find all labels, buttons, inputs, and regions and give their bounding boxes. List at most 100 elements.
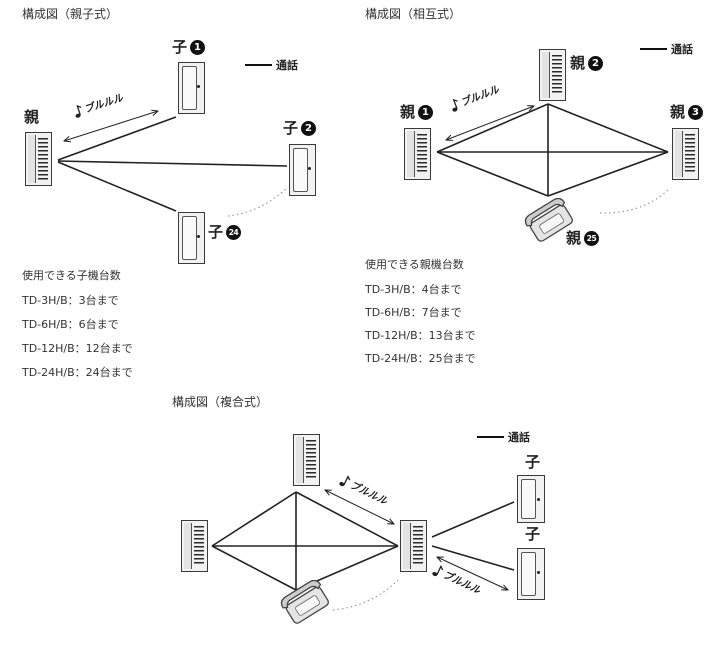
capacity-item: TD-3H/B：3台まで xyxy=(22,294,119,307)
intercom-master-unit-icon xyxy=(181,520,208,572)
legend-label: 通話 xyxy=(671,43,693,56)
indicator-dot xyxy=(308,167,311,170)
parent-child-title: 構成図（親子式） xyxy=(22,7,119,21)
legend-line-swatch xyxy=(640,48,667,50)
keypad xyxy=(194,526,204,566)
keypad xyxy=(413,526,423,566)
child-label-text: 子 xyxy=(283,119,299,137)
call-line-parent-to-child-24 xyxy=(57,161,177,212)
call-line-25-to-1 xyxy=(436,151,549,197)
keypad xyxy=(685,134,695,174)
intercom-sub-unit-icon xyxy=(517,475,545,523)
call-line-3-to-25 xyxy=(547,151,669,197)
keypad xyxy=(417,134,427,174)
station-label-text: 親 xyxy=(400,103,416,121)
unit-side-panel xyxy=(184,523,192,569)
keypad xyxy=(306,440,316,480)
indicator-dot xyxy=(197,235,200,238)
intercom-master-unit-icon xyxy=(25,132,52,186)
compound-title: 構成図（複合式） xyxy=(172,395,269,409)
legend-label: 通話 xyxy=(508,431,530,444)
music-note-icon xyxy=(75,104,82,118)
intercom-sub-unit-icon xyxy=(289,144,316,196)
child-1-label: 子 1 xyxy=(172,38,206,56)
station-number-badge: 2 xyxy=(301,121,317,136)
capacity-item: TD-24H/B：24台まで xyxy=(22,366,133,379)
handset-slot xyxy=(521,552,536,596)
ring-sound-label: ブルルル xyxy=(71,89,125,119)
omitted-units-dotted-curve xyxy=(599,189,669,214)
legend-line-swatch xyxy=(477,436,504,438)
station-3-label: 親 3 xyxy=(670,103,704,121)
capacity-item: TD-12H/B：12台まで xyxy=(22,342,133,355)
legend-line-swatch xyxy=(245,64,272,66)
child-upper-label: 子 xyxy=(525,454,540,471)
call-line-parent-to-child-1 xyxy=(57,116,177,161)
telephone-handset-icon xyxy=(524,198,573,242)
ring-arrow xyxy=(446,106,534,140)
unit-side-panel xyxy=(542,52,550,98)
ring-sound-text: ブルルル xyxy=(440,569,482,597)
intercom-master-unit-icon xyxy=(539,49,566,101)
handset-slot xyxy=(182,66,197,110)
ring-sound-text: ブルルル xyxy=(459,84,501,110)
intercom-sub-unit-icon xyxy=(178,212,205,264)
handset-slot xyxy=(521,479,536,519)
capacity-heading: 使用できる親機台数 xyxy=(365,258,464,271)
intercom-master-unit-icon xyxy=(293,434,320,486)
telephone-handset-icon xyxy=(280,580,329,624)
child-label-text: 子 xyxy=(525,525,541,543)
unit-side-panel xyxy=(296,437,304,483)
mutual-title: 構成図（相互式） xyxy=(365,7,462,21)
child-label-text: 子 xyxy=(525,453,541,471)
ring-sound-text: ブルルル xyxy=(347,479,389,508)
omitted-units-dotted-curve xyxy=(227,186,289,217)
ring-sound-label: ブルルル xyxy=(448,81,501,113)
call-line-left-to-top xyxy=(211,491,297,547)
keypad xyxy=(552,55,562,95)
handset-slot xyxy=(293,148,308,192)
call-line-master-to-child-upper xyxy=(431,501,515,538)
station-2-label: 親 2 xyxy=(570,54,604,72)
capacity-item: TD-6H/B：6台まで xyxy=(22,318,119,331)
keypad xyxy=(38,138,48,180)
parent-label: 親 xyxy=(24,109,39,126)
capacity-item: TD-6H/B：7台まで xyxy=(365,306,462,319)
legend-label: 通話 xyxy=(276,59,298,72)
station-label-text: 親 xyxy=(566,229,582,247)
call-legend: 通話 xyxy=(477,429,530,445)
music-note-icon xyxy=(432,564,444,577)
station-label-text: 親 xyxy=(570,54,586,72)
capacity-item: TD-12H/B：13台まで xyxy=(365,329,476,342)
intercom-master-unit-icon xyxy=(672,128,699,180)
omitted-units-dotted-curve xyxy=(332,579,399,611)
child-24-label: 子 24 xyxy=(208,224,242,241)
parent-label-text: 親 xyxy=(24,108,40,126)
station-1-label: 親 1 xyxy=(400,103,434,121)
child-label-text: 子 xyxy=(172,38,188,56)
call-legend: 通話 xyxy=(640,41,693,57)
intercom-master-unit-icon xyxy=(400,520,427,572)
handset-slot xyxy=(182,216,197,260)
child-2-label: 子 2 xyxy=(283,119,317,137)
station-number-badge: 3 xyxy=(688,105,704,120)
station-label-text: 親 xyxy=(670,103,686,121)
unit-side-panel xyxy=(675,131,683,177)
unit-side-panel xyxy=(407,131,415,177)
intercom-master-unit-icon xyxy=(404,128,431,180)
station-number-badge: 2 xyxy=(588,56,604,71)
intercom-sub-unit-icon xyxy=(517,548,545,600)
unit-side-panel xyxy=(28,135,36,183)
child-lower-label: 子 xyxy=(525,526,540,543)
call-line-2-to-3 xyxy=(547,103,669,153)
station-number-badge: 1 xyxy=(418,105,434,120)
capacity-item: TD-24H/B：25台まで xyxy=(365,352,476,365)
capacity-item: TD-3H/B：4台まで xyxy=(365,283,462,296)
station-number-badge: 1 xyxy=(190,40,206,55)
call-legend: 通話 xyxy=(245,57,298,73)
unit-side-panel xyxy=(403,523,411,569)
intercom-sub-unit-icon xyxy=(178,62,205,114)
ring-sound-text: ブルルル xyxy=(83,92,125,116)
station-number-badge: 24 xyxy=(226,225,242,240)
ring-sound-label: ブルルル xyxy=(431,561,484,597)
